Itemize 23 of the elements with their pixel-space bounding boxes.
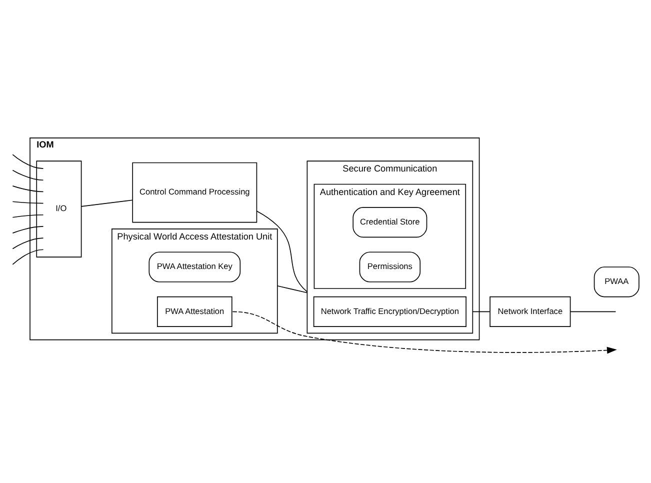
node-box: PWAA: [594, 266, 640, 297]
connector: [80, 199, 133, 206]
node-box: Permissions: [359, 251, 421, 282]
connector: [12, 185, 44, 192]
connector: [12, 226, 44, 233]
connector: [276, 284, 308, 293]
node-box: Network Interface: [490, 296, 571, 326]
node-box: Control Command Processing: [132, 162, 258, 222]
node-box: PWA Attestation Key: [148, 251, 241, 282]
connector: [570, 310, 616, 312]
node-box: PWA Attestation: [157, 296, 232, 326]
connector: [12, 237, 44, 249]
node-box: Network Traffic Encryption/Decryption: [313, 296, 466, 326]
connector: [256, 210, 308, 292]
connector: [472, 310, 490, 312]
node-box: I/O: [36, 160, 82, 257]
connector: [12, 214, 44, 218]
connector: [12, 200, 44, 204]
connector: [12, 248, 44, 264]
arrow: [232, 310, 617, 354]
connector: [12, 154, 44, 168]
connector: [12, 169, 44, 180]
node-box: Credential Store: [352, 206, 428, 238]
